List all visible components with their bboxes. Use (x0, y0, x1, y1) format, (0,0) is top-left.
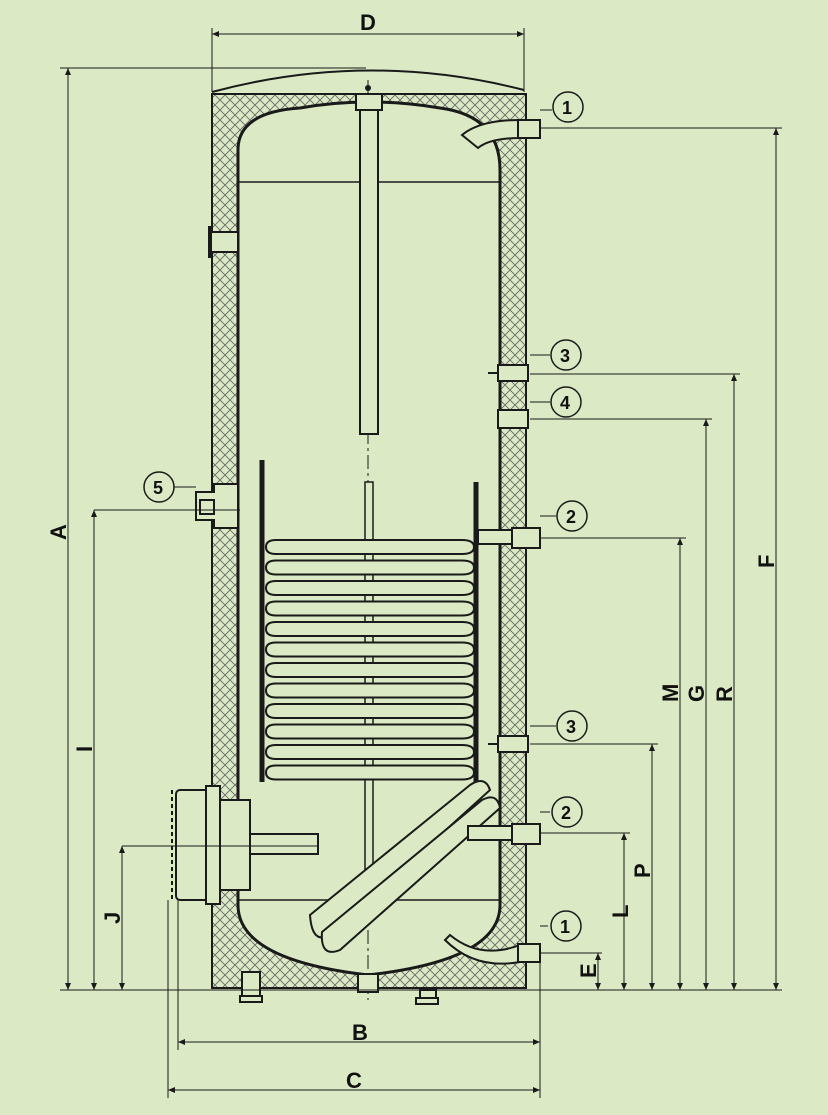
svg-text:3: 3 (560, 346, 570, 366)
coil-winding (264, 662, 476, 678)
svg-text:3: 3 (566, 717, 576, 737)
thermometer-fitting (195, 483, 239, 529)
callout-sensor-lower: 3 (556, 710, 588, 742)
callouts: 1 3 4 2 3 2 1 5 (143, 91, 588, 942)
anode-rod (355, 85, 383, 435)
coil-winding (264, 703, 476, 719)
dimension-lines (60, 28, 782, 1098)
dim-P: P (630, 863, 655, 878)
dim-A: A (46, 524, 71, 540)
heat-exchanger-coil (264, 539, 476, 781)
side-fittings (208, 226, 541, 845)
inspection-flange (171, 785, 319, 905)
dimension-labels: D A I J B C F R G M L P E (46, 10, 779, 1093)
coil-winding (264, 621, 476, 637)
dim-D: D (360, 10, 376, 35)
dim-J: J (100, 912, 125, 924)
callout-bottom-inlet: 1 (550, 910, 582, 942)
callout-top-outlet: 1 (552, 91, 584, 123)
dim-G: G (684, 685, 709, 702)
coil-winding (264, 641, 476, 658)
coil-winding (264, 559, 476, 576)
callout-thermometer: 5 (143, 471, 175, 503)
dim-L: L (608, 905, 633, 918)
svg-text:2: 2 (561, 803, 571, 823)
svg-text:2: 2 (566, 507, 576, 527)
svg-text:5: 5 (153, 478, 163, 498)
callout-recirculation: 4 (550, 386, 582, 418)
dim-F: F (754, 555, 779, 568)
lower-coil-section (308, 780, 502, 953)
callout-sensor-upper: 3 (550, 339, 582, 371)
coil-winding (264, 600, 476, 617)
callout-coil-lower: 2 (551, 796, 583, 828)
svg-text:1: 1 (560, 917, 570, 937)
coil-winding (264, 580, 476, 596)
coil-winding (264, 744, 476, 760)
top-outlet-pipe (460, 118, 541, 150)
dim-R: R (712, 686, 737, 702)
dim-E: E (576, 963, 601, 978)
coil-winding (264, 682, 476, 699)
coil-winding (264, 539, 476, 555)
dim-I: I (72, 746, 97, 752)
callout-coil-upper: 2 (556, 500, 588, 532)
dim-M: M (658, 684, 683, 702)
svg-text:1: 1 (562, 98, 572, 118)
svg-text:4: 4 (560, 393, 570, 413)
coil-winding (264, 764, 476, 781)
coil-winding (264, 723, 476, 740)
dim-C: C (346, 1068, 362, 1093)
dim-B: B (352, 1020, 368, 1045)
